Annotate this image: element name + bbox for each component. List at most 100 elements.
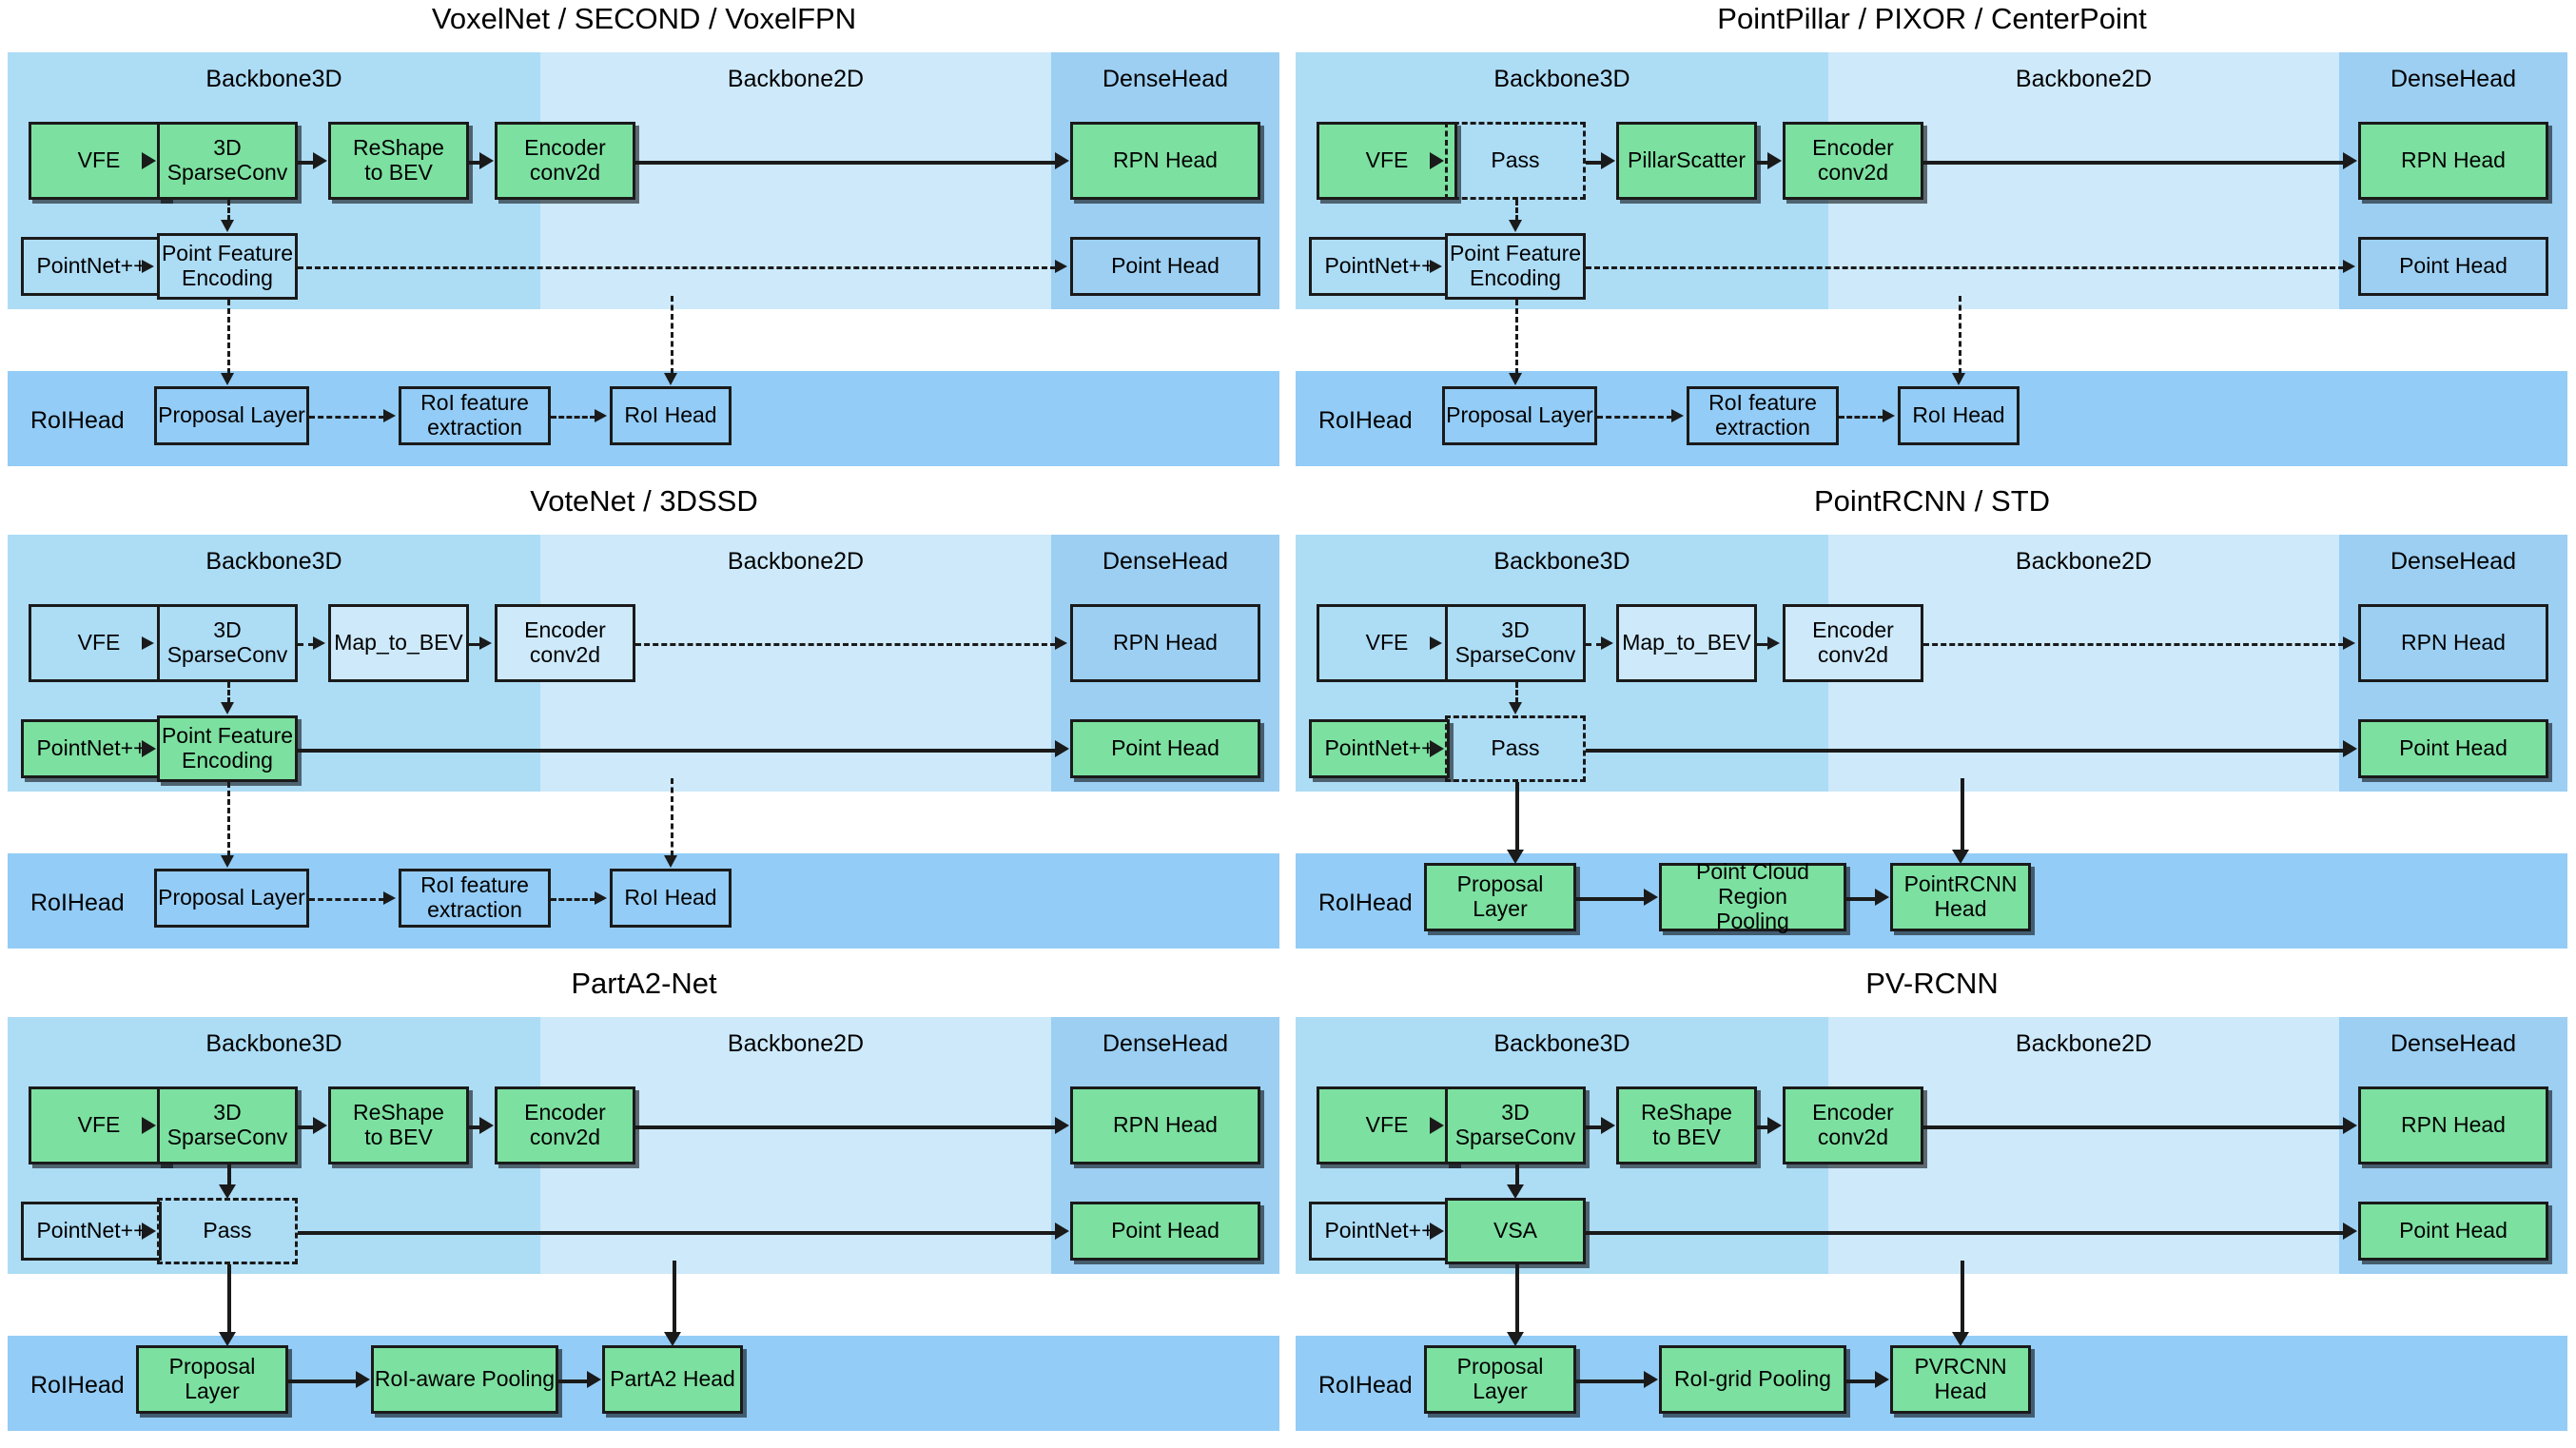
- label-densehead: DenseHead: [1102, 1030, 1229, 1057]
- label-roihead: RoIHead: [1318, 890, 1413, 916]
- node-point-head[interactable]: Point Head: [2358, 1202, 2548, 1261]
- node-roi-feature[interactable]: RoI feature extraction: [399, 386, 551, 445]
- node-sparseconv[interactable]: Pass: [1445, 122, 1586, 200]
- arrow-pfe-pointhead: [2343, 1223, 2357, 1240]
- edge-sparseconv-bev: [1586, 161, 1602, 165]
- node-pointnet[interactable]: PointNet++: [1309, 719, 1450, 778]
- arrow-proposal-roifeat: [1671, 409, 1684, 422]
- node-rpn-head[interactable]: RPN Head: [1070, 1086, 1260, 1164]
- label-backbone3d: Backbone3D: [205, 66, 342, 92]
- node-pointnet[interactable]: PointNet++: [21, 1202, 162, 1261]
- node-encoder-conv2d[interactable]: Encoder conv2d: [1783, 604, 1923, 682]
- label-roihead: RoIHead: [1318, 1372, 1413, 1399]
- node-proposal-layer[interactable]: Proposal Layer: [136, 1345, 288, 1414]
- edge-pfe-proposal: [1515, 782, 1519, 851]
- node-pointnet[interactable]: PointNet++: [1309, 1202, 1450, 1261]
- node-point-head[interactable]: Point Head: [2358, 237, 2548, 296]
- node-vfe[interactable]: VFE: [1317, 122, 1457, 200]
- node-map-to-bev[interactable]: ReShape to BEV: [328, 1086, 469, 1164]
- node-rpn-head[interactable]: RPN Head: [1070, 122, 1260, 200]
- node-roi-feature[interactable]: RoI-aware Pooling: [371, 1345, 558, 1414]
- edge-bev-encoder: [469, 161, 480, 165]
- edge-sparseconv-bev: [298, 161, 314, 165]
- node-proposal-layer[interactable]: Proposal Layer: [154, 869, 309, 928]
- node-point-feature-encoding[interactable]: Point Feature Encoding: [157, 715, 298, 782]
- node-proposal-layer[interactable]: Proposal Layer: [1424, 1345, 1576, 1414]
- node-point-feature-encoding[interactable]: Point Feature Encoding: [1445, 233, 1586, 300]
- arrow-pointhead-roihead: [1952, 850, 1969, 864]
- arrow-pfe-pointhead: [2343, 740, 2357, 757]
- node-point-head[interactable]: Point Head: [1070, 1202, 1260, 1261]
- arrow-pointnet-pfe: [1430, 740, 1444, 757]
- node-point-feature-encoding[interactable]: VSA: [1445, 1198, 1586, 1264]
- node-point-head[interactable]: Point Head: [1070, 719, 1260, 778]
- panel-title-voxelnet: VoxelNet / SECOND / VoxelFPN: [431, 2, 857, 35]
- arrow-vfe-sparseconv: [142, 1117, 156, 1134]
- node-encoder-conv2d[interactable]: Encoder conv2d: [495, 604, 635, 682]
- node-sparseconv[interactable]: 3D SparseConv: [1445, 1086, 1586, 1164]
- edge-pfe-pointhead: [298, 266, 1056, 269]
- node-map-to-bev[interactable]: ReShape to BEV: [1616, 1086, 1757, 1164]
- node-map-to-bev[interactable]: Map_to_BEV: [1616, 604, 1757, 682]
- node-sparseconv[interactable]: 3D SparseConv: [1445, 604, 1586, 682]
- node-proposal-layer[interactable]: Proposal Layer: [1424, 863, 1576, 931]
- node-sparseconv[interactable]: 3D SparseConv: [157, 1086, 298, 1164]
- arrow-pointnet-pfe: [142, 1223, 156, 1240]
- node-rpn-head[interactable]: RPN Head: [2358, 604, 2548, 682]
- node-pointnet[interactable]: PointNet++: [21, 237, 162, 296]
- edge-sparseconv-pfe: [227, 200, 230, 221]
- edge-roifeat-roihead: [558, 1380, 588, 1383]
- arrow-pointhead-roihead: [1952, 1332, 1969, 1346]
- arrow-vfe-sparseconv: [1430, 1117, 1444, 1134]
- edge-pfe-pointhead: [1586, 749, 2344, 753]
- edge-pfe-proposal: [227, 1264, 231, 1333]
- edge-roifeat-roihead: [1846, 897, 1876, 901]
- arrow-roifeat-roihead: [1875, 1371, 1889, 1388]
- node-proposal-layer[interactable]: Proposal Layer: [1442, 386, 1597, 445]
- edge-pointhead-roihead: [671, 296, 673, 374]
- edge-pfe-proposal: [1515, 1264, 1519, 1333]
- node-map-to-bev[interactable]: Map_to_BEV: [328, 604, 469, 682]
- edge-sparseconv-bev: [1586, 1125, 1602, 1129]
- node-roi-head[interactable]: RoI Head: [610, 386, 732, 445]
- node-sparseconv[interactable]: 3D SparseConv: [157, 122, 298, 200]
- node-point-feature-encoding[interactable]: Pass: [1445, 715, 1586, 782]
- arrow-pointnet-pfe: [142, 740, 156, 757]
- arrow-pointhead-roihead: [664, 855, 677, 868]
- node-roi-feature[interactable]: RoI-grid Pooling: [1659, 1345, 1846, 1414]
- node-sparseconv[interactable]: 3D SparseConv: [157, 604, 298, 682]
- arrow-vfe-sparseconv: [142, 636, 154, 650]
- node-point-head[interactable]: Point Head: [2358, 719, 2548, 778]
- arrow-encoder-rpn: [1055, 1117, 1069, 1134]
- node-pointnet[interactable]: PointNet++: [21, 719, 162, 778]
- node-pointnet[interactable]: PointNet++: [1309, 237, 1450, 296]
- node-point-feature-encoding[interactable]: Point Feature Encoding: [157, 233, 298, 300]
- node-encoder-conv2d[interactable]: Encoder conv2d: [495, 1086, 635, 1164]
- edge-roifeat-roihead: [1839, 416, 1883, 419]
- node-encoder-conv2d[interactable]: Encoder conv2d: [1783, 122, 1923, 200]
- node-map-to-bev[interactable]: PillarScatter: [1616, 122, 1757, 200]
- label-roihead: RoIHead: [1318, 407, 1413, 434]
- edge-sparseconv-bev: [298, 1125, 314, 1129]
- arrow-sparseconv-bev: [1601, 1117, 1615, 1134]
- node-roi-head[interactable]: PartA2 Head: [602, 1345, 743, 1414]
- node-rpn-head[interactable]: RPN Head: [2358, 1086, 2548, 1164]
- node-rpn-head[interactable]: RPN Head: [2358, 122, 2548, 200]
- node-roi-head[interactable]: RoI Head: [610, 869, 732, 928]
- node-point-head[interactable]: Point Head: [1070, 237, 1260, 296]
- node-roi-feature[interactable]: Point Cloud Region Pooling: [1659, 859, 1846, 933]
- node-roi-head[interactable]: PointRCNN Head: [1890, 863, 2031, 931]
- arrow-pointhead-roihead: [664, 1332, 681, 1346]
- node-roi-feature[interactable]: RoI feature extraction: [399, 869, 551, 928]
- node-rpn-head[interactable]: RPN Head: [1070, 604, 1260, 682]
- node-point-feature-encoding[interactable]: Pass: [157, 1198, 298, 1264]
- node-proposal-layer[interactable]: Proposal Layer: [154, 386, 309, 445]
- node-roi-head[interactable]: RoI Head: [1898, 386, 2020, 445]
- node-roi-head[interactable]: PVRCNN Head: [1890, 1345, 2031, 1414]
- node-map-to-bev[interactable]: ReShape to BEV: [328, 122, 469, 200]
- node-encoder-conv2d[interactable]: Encoder conv2d: [495, 122, 635, 200]
- arrow-sparseconv-bev: [1601, 636, 1613, 650]
- node-encoder-conv2d[interactable]: Encoder conv2d: [1783, 1086, 1923, 1164]
- node-roi-feature[interactable]: RoI feature extraction: [1687, 386, 1839, 445]
